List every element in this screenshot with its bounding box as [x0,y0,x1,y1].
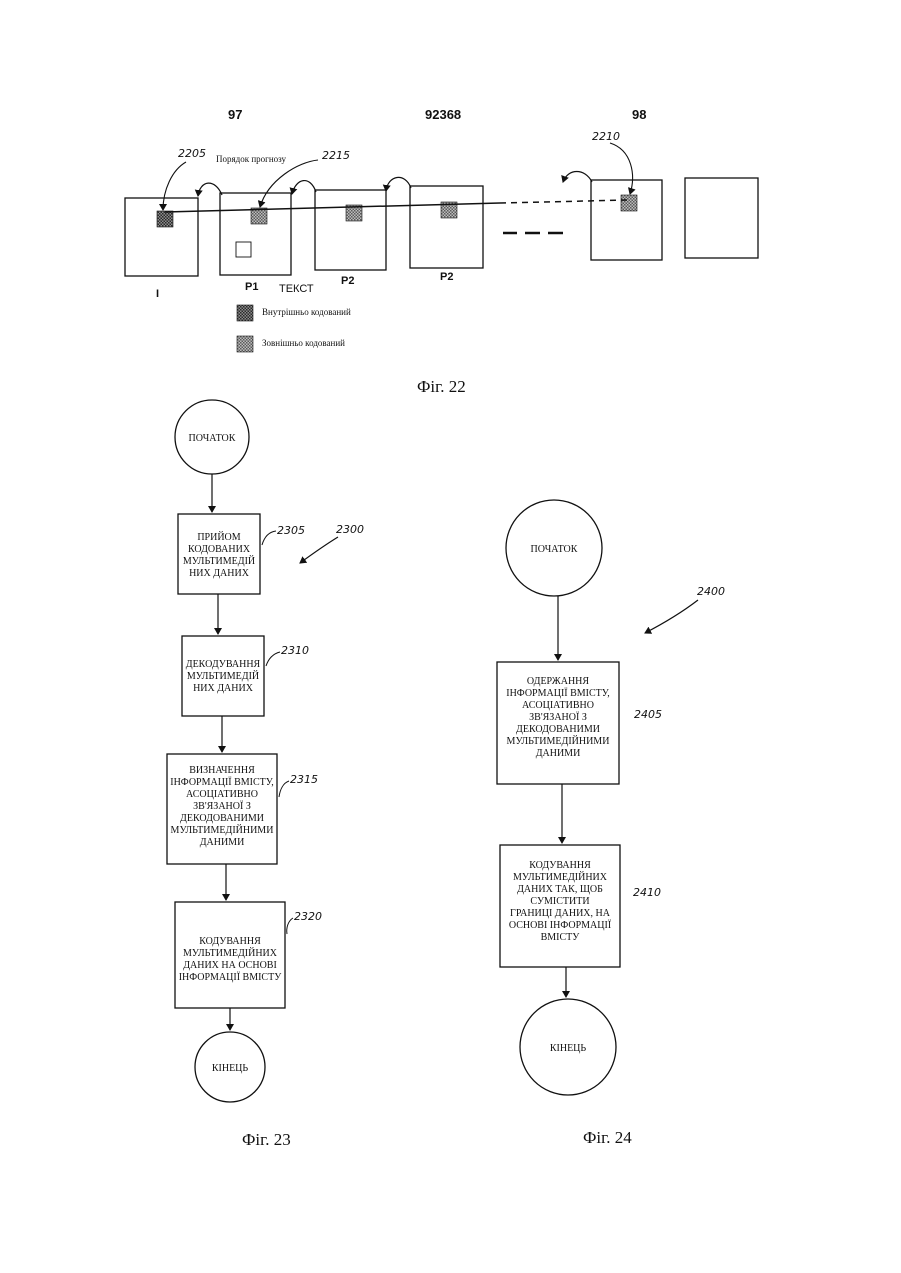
step-text-line: ДАНИМИ [536,748,581,759]
text-box-p1 [236,242,251,257]
fig23-pointer-2300 [300,537,338,563]
step-text-line: СУМІСТИТИ [530,896,589,907]
intra-block-frame-i [157,211,173,227]
step-text-line: ІНФОРМАЦІЇ ВМІСТУ, [506,687,610,699]
legend-swatch-inter [237,336,253,352]
step-text-line: ГРАНИЦІ ДАНИХ, НА [510,908,611,919]
step-text-line: ДАНИХ ТАК, ЩОБ [517,884,603,895]
inter-block-frame-last [621,195,637,211]
fig24-pointer-2400 [645,600,698,633]
step-text-line: ЗВ'ЯЗАНОЇ З [529,711,587,723]
frame-p2-first [315,190,386,270]
step-text-line: АСОЦІАТИВНО [522,700,594,711]
frame-label-p1: P1 [245,281,258,293]
header-patent-number: 92368 [425,107,461,122]
fig23-ref-2305: 2305 [277,524,305,537]
fig24-caption: Фіг. 24 [583,1128,632,1147]
frame-label-p2b: P2 [440,271,453,283]
fig24-end-label: КІНЕЦЬ [550,1043,587,1054]
step-text-line: ДАНИХ НА ОСНОВІ [183,960,277,971]
text-label: ТЕКСТ [279,283,314,295]
step-text-line: МУЛЬТИМЕДІЙНИМИ [171,824,274,836]
fig22-caption: Фіг. 22 [417,377,466,396]
prediction-arc-2 [292,181,316,194]
fig23-ref-2315: 2315 [290,773,318,786]
fig23-leader-2320 [287,918,293,934]
prediction-arc-4 [563,172,592,183]
step-text-line: ДЕКОДОВАНИМИ [180,813,264,824]
legend-swatch-intra [237,305,253,321]
step-text-line: МУЛЬТИМЕДІЙНИМИ [507,735,610,747]
step-text-line: ВИЗНАЧЕННЯ [189,765,255,776]
legend-label-intra: Внутрішньо кодований [262,307,351,317]
ref-2215: 2215 [322,149,350,162]
step-text-line: ДЕКОДОВАНИМИ [516,724,600,735]
inter-block-frame-p1 [251,208,267,224]
header-page-left: 97 [228,107,242,122]
step-text-line: ІНФОРМАЦІЇ ВМІСТУ [179,971,283,983]
prediction-arc-3 [386,177,411,191]
fig24-ref-2400: 2400 [697,585,725,598]
step-text-line: НИХ ДАНИХ [193,683,254,694]
step-text-line: КОДУВАННЯ [199,936,261,947]
fig24-ref-2405: 2405 [634,708,662,721]
fig23-end-label: КІНЕЦЬ [212,1063,249,1074]
fig23-step-decode-text: ДЕКОДУВАННЯМУЛЬТИМЕДІЙНИХ ДАНИХ [186,659,261,694]
step-text-line: ЗВ'ЯЗАНОЇ З [193,800,251,812]
step-text-line: ПРИЙОМ [197,531,240,543]
frame-label-i: I [156,288,159,300]
step-text-line: МУЛЬТИМЕДІЙ [183,555,255,567]
frame-p2-second [410,186,483,268]
step-text-line: МУЛЬТИМЕДІЙНИХ [513,871,608,883]
legend-label-inter: Зовнішньо кодований [262,338,345,348]
step-text-line: ДЕКОДУВАННЯ [186,659,261,670]
fig23-leader-2310 [266,652,280,666]
fig23-flowchart: ПОЧАТОК ПРИЙОМКОДОВАНИХМУЛЬТИМЕДІЙНИХ ДА… [167,400,364,1149]
fig23-leader-2315 [279,781,289,797]
step-text-line: МУЛЬТИМЕДІЙ [187,670,259,682]
step-text-line: НИХ ДАНИХ [189,568,250,579]
step-text-line: МУЛЬТИМЕДІЙНИХ [183,947,278,959]
step-text-line: АСОЦІАТИВНО [186,789,258,800]
ref-2210: 2210 [592,130,620,143]
header-page-right: 98 [632,107,646,122]
fig23-ref-2300: 2300 [336,523,364,536]
step-text-line: ВМІСТУ [541,932,581,943]
fig22-diagram: Порядок прогнозу 2205 2215 2210 I P1 P2 … [125,130,758,396]
step-text-line: ДАНИМИ [200,837,245,848]
fig24-ref-2410: 2410 [633,886,661,899]
frame-empty [685,178,758,258]
step-text-line: ОСНОВІ ІНФОРМАЦІЇ [509,919,612,931]
step-text-line: ОДЕРЖАННЯ [527,676,589,687]
frame-i [125,198,198,276]
step-text-line: КОДОВАНИХ [188,544,251,555]
frame-label-p2a: P2 [341,275,354,287]
prediction-order-label: Порядок прогнозу [216,154,287,164]
fig24-start-label: ПОЧАТОК [531,544,578,555]
fig23-ref-2320: 2320 [294,910,322,923]
fig23-leader-2305 [262,531,276,545]
frame-p1 [220,193,291,275]
ref-2205: 2205 [178,147,206,160]
step-text-line: КОДУВАННЯ [529,860,591,871]
fig24-flowchart: ПОЧАТОК 2400 ОДЕРЖАННЯІНФОРМАЦІЇ ВМІСТУ,… [497,500,725,1147]
fig23-ref-2310: 2310 [281,644,309,657]
prediction-arc-1 [198,183,222,196]
frame-last-coded [591,180,662,260]
step-text-line: ІНФОРМАЦІЇ ВМІСТУ, [170,776,274,788]
fig23-caption: Фіг. 23 [242,1130,291,1149]
fig23-start-label: ПОЧАТОК [189,433,236,444]
